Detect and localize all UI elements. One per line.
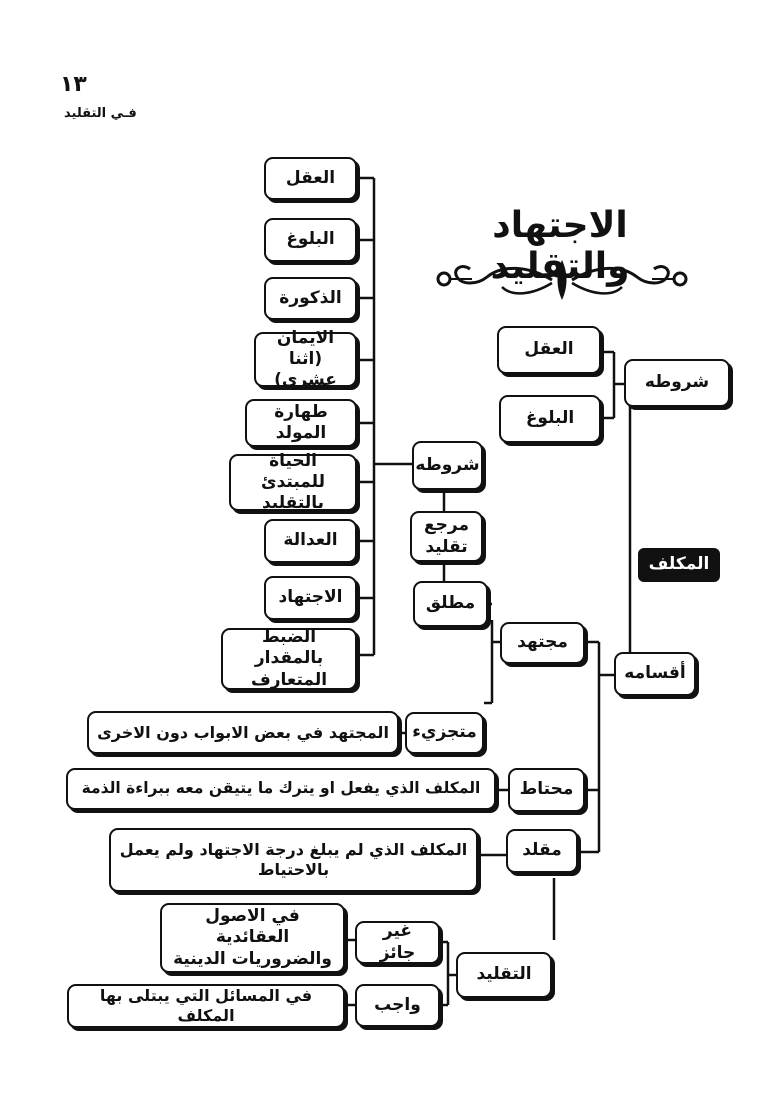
node-mujtahid: مجتهد — [500, 622, 585, 664]
node-shurutuhu-top: شروطه — [624, 359, 730, 407]
page-number: ١٣ — [60, 72, 87, 97]
ornament-divider — [436, 260, 688, 300]
def-wajib: في المسائل التي يبتلى بها المكلف — [67, 984, 345, 1028]
node-aqsamuhu: أقسامه — [614, 652, 696, 696]
running-header: فـي التقليد — [64, 106, 137, 121]
node-ghayr-jaiz: غير جائز — [355, 921, 440, 964]
def-muqallid: المكلف الذي لم يبلغ درجة الاجتهاد ولم يع… — [109, 828, 478, 892]
node-shurutuhu-left: شروطه — [412, 441, 483, 490]
cond-ijtihad: الاجتهاد — [264, 576, 357, 620]
cond-adala: العدالة — [264, 519, 357, 563]
node-aql-top: العقل — [497, 326, 601, 374]
node-mutajazzi: متجزيء — [405, 712, 484, 754]
cond-iman: الايمان (اثنا عشري) — [254, 328, 357, 390]
cond-buloogh: البلوغ — [264, 218, 357, 262]
node-mukallaf: المكلف — [638, 548, 720, 582]
def-mutajazzi: المجتهد في بعض الابواب دون الاخرى — [87, 711, 399, 754]
cond-dabt: الضبط بالمقدار المتعارف — [221, 627, 357, 690]
node-wajib: واجب — [355, 984, 440, 1027]
cond-tahara: طهارة المولد — [245, 399, 357, 447]
cond-aql: العقل — [264, 157, 357, 200]
node-muhtat: محتاط — [508, 768, 585, 812]
cond-dhukura: الذكورة — [264, 277, 357, 320]
def-muhtat: المكلف الذي يفعل او يترك ما يتيقن معه بب… — [66, 768, 496, 810]
node-mutlaq: مطلق — [413, 581, 488, 627]
node-buloogh-top: البلوغ — [499, 395, 601, 443]
node-muqallid: مقلد — [506, 829, 578, 873]
node-marja-taqlid: مرجع تقليد — [410, 511, 483, 562]
cond-hayat: الحياة للمبتدئ بالتقليد — [229, 451, 357, 513]
def-ghayr-jaiz: في الاصول العقائدية والضروريات الدينية — [160, 903, 345, 973]
node-taqlid: التقليد — [456, 952, 552, 998]
